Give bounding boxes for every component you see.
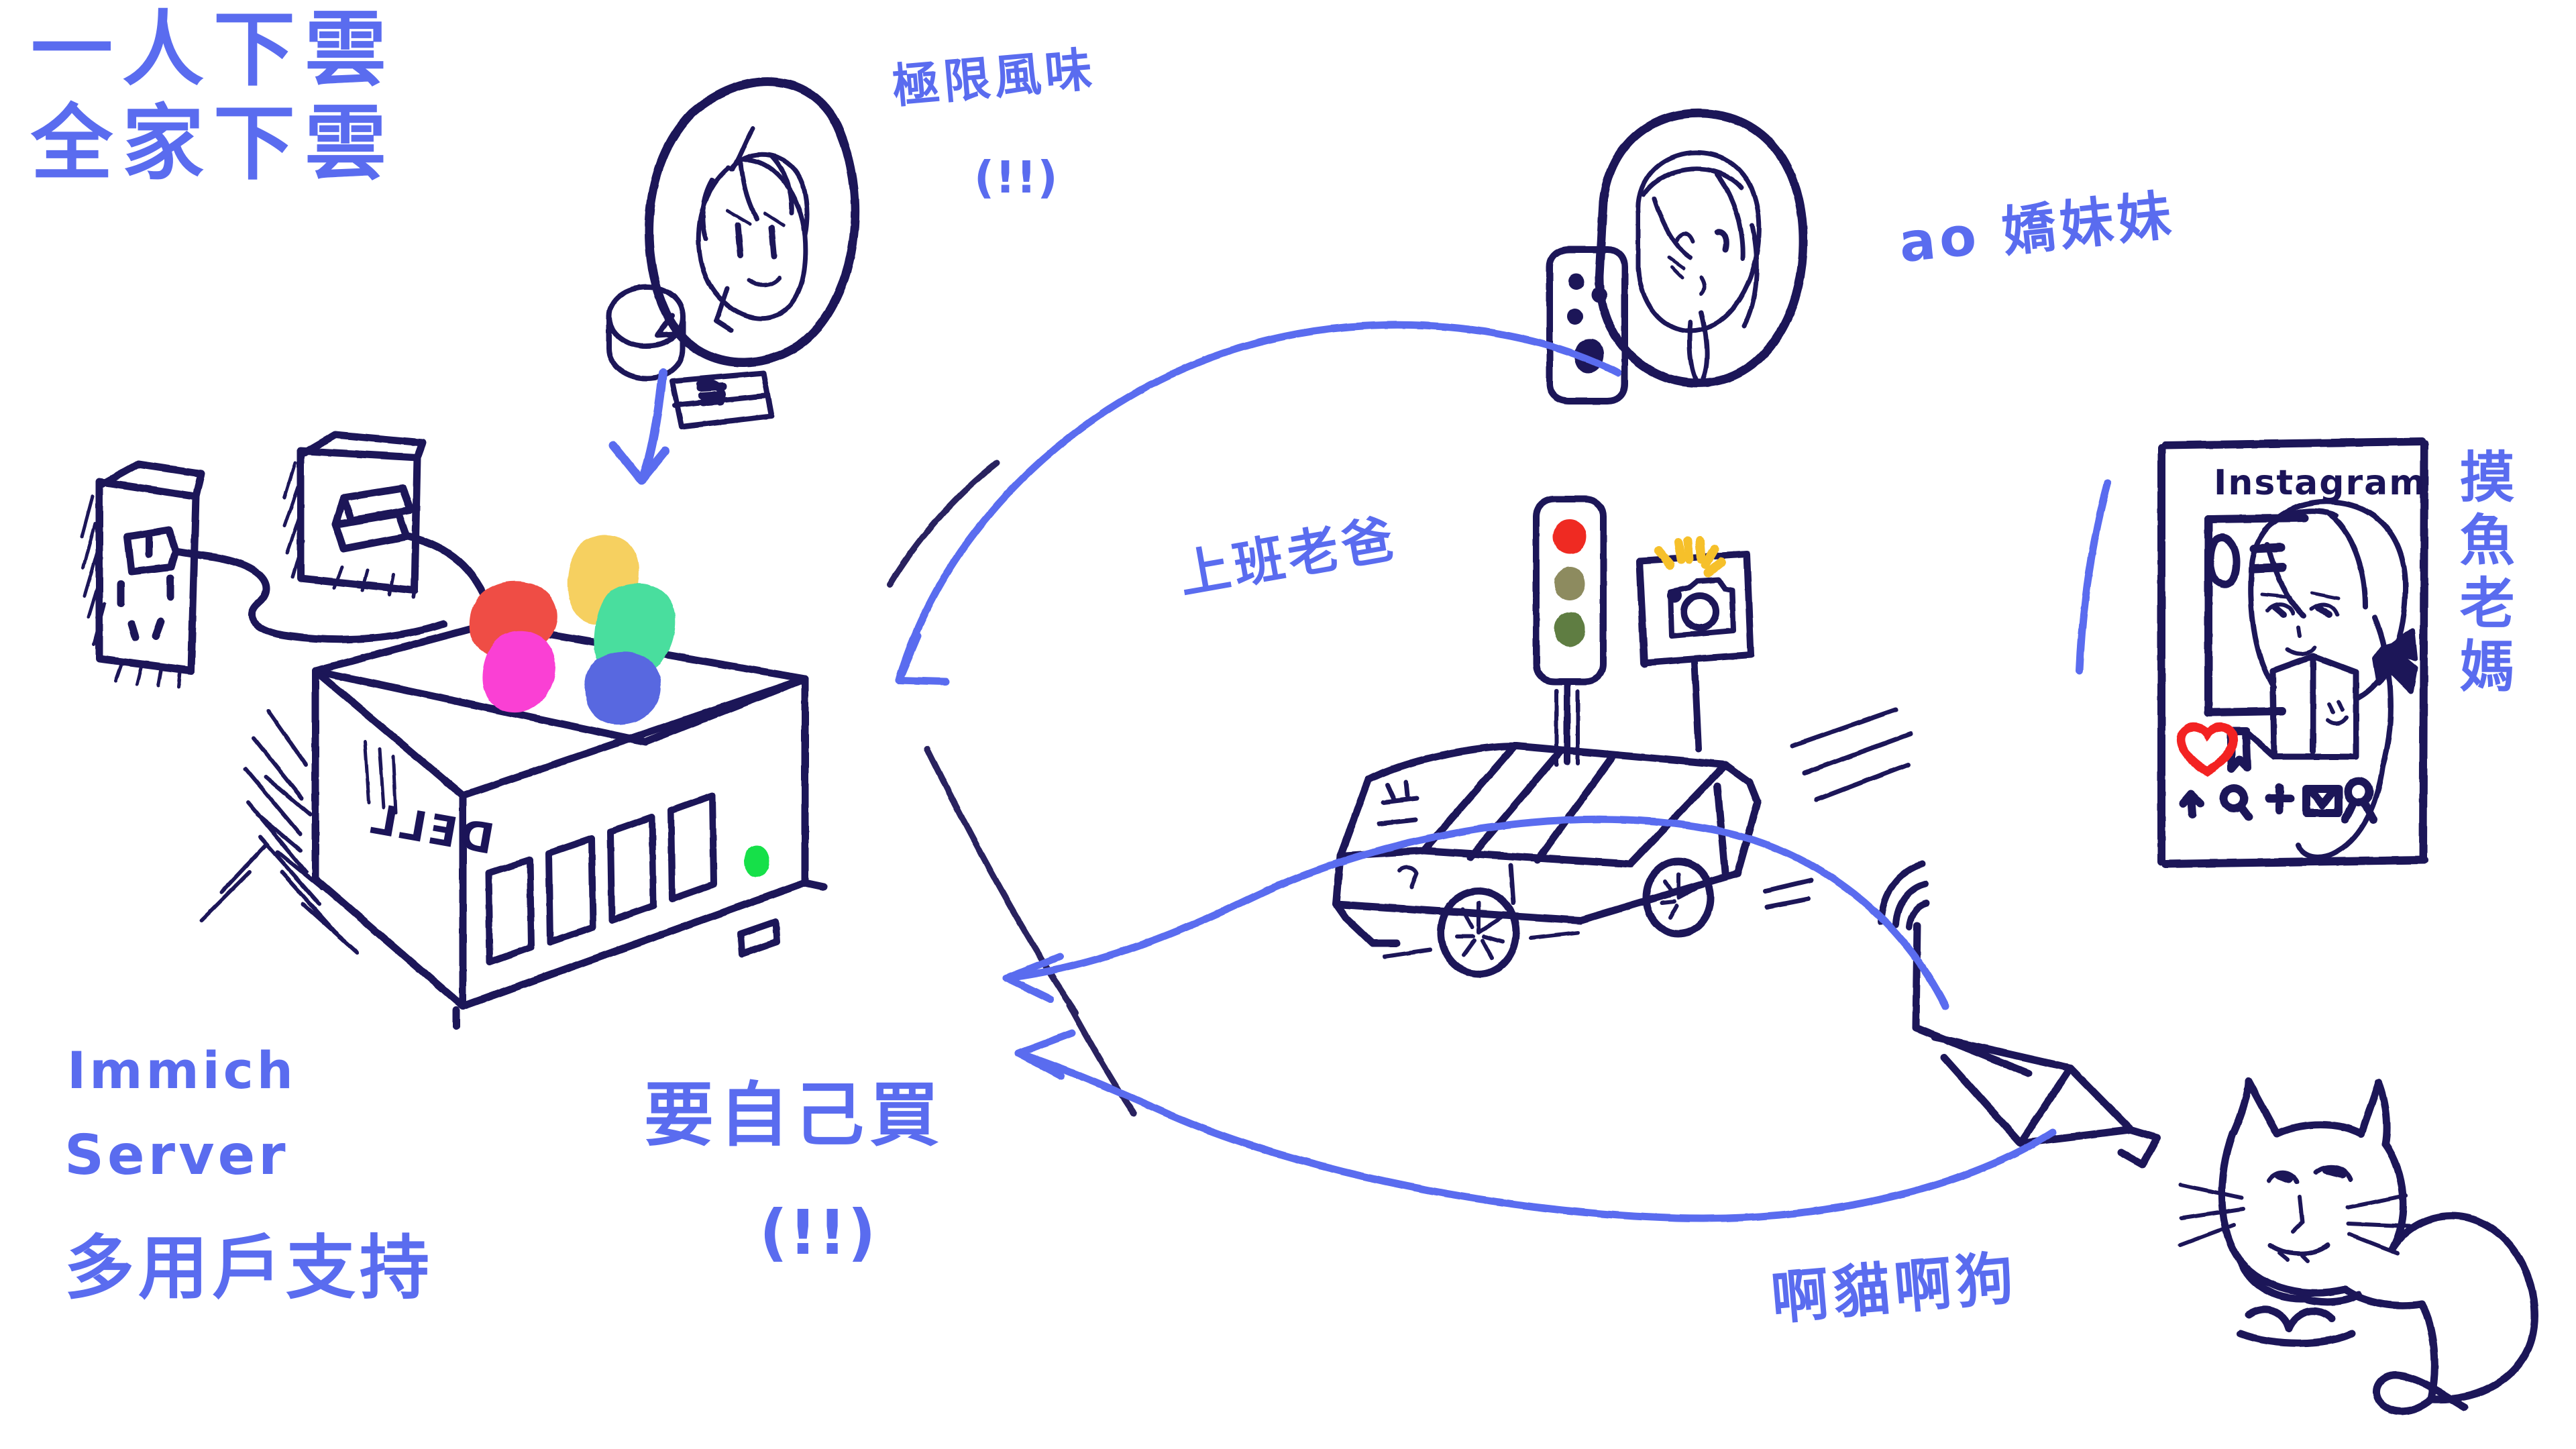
flow-arrows <box>608 321 2112 1222</box>
arrow-girl-to-server <box>895 321 1622 686</box>
hard-disk-icon <box>606 284 686 381</box>
mom-character <box>2243 498 2418 860</box>
label-extreme-flavor-excl: (!!) <box>974 152 1059 203</box>
power-cable <box>199 551 448 643</box>
label-buy-it-yourself: 要自己買 <box>644 1074 945 1156</box>
petal-blue <box>585 651 661 725</box>
drive-bays <box>485 792 780 965</box>
camera-flash-icon <box>1654 536 1726 578</box>
girl-character <box>1635 150 1762 385</box>
traffic-lamp-red <box>1553 519 1587 554</box>
status-led <box>744 845 769 877</box>
storage-card-icon <box>669 370 774 429</box>
arrow-pets-to-server <box>1014 1029 2057 1222</box>
kid-character <box>696 126 810 333</box>
heart-icon <box>2176 722 2238 777</box>
traffic-lamp-green <box>1554 612 1585 647</box>
connector-right <box>2076 479 2112 675</box>
power-outlet-icon <box>80 460 205 689</box>
instagram-header: Instagram <box>2214 463 2427 503</box>
network-switch-icon <box>282 431 499 628</box>
petal-magenta <box>482 631 555 713</box>
label-immich: Immich <box>67 1040 297 1100</box>
page-title-line2: 全家下雲 <box>31 96 396 191</box>
label-slacking-mom: 摸魚老媽 <box>2450 448 2514 700</box>
speed-camera-icon <box>1636 551 1754 752</box>
label-server: Server <box>64 1124 289 1187</box>
dell-server <box>199 620 828 1030</box>
page-title-line1: 一人下雲 <box>31 2 396 97</box>
thought-bubble-kid <box>645 77 860 367</box>
label-buy-it-yourself-excl: (!!) <box>759 1197 877 1269</box>
instagram-panel <box>2157 437 2428 868</box>
color-accents <box>469 519 2238 877</box>
cat-icon <box>2178 1077 2538 1415</box>
traffic-lamp-amber <box>1554 567 1585 600</box>
depth-strokes <box>886 460 1137 1117</box>
thought-bubble-girl <box>1595 109 1808 388</box>
security-camera-icon <box>1878 861 2161 1169</box>
label-multiuser-support: 多用戶支持 <box>64 1227 434 1309</box>
instagram-action-icons <box>2179 727 2377 824</box>
arrow-kid-to-server <box>608 368 670 485</box>
arrow-camera-to-server <box>1002 815 1949 1010</box>
